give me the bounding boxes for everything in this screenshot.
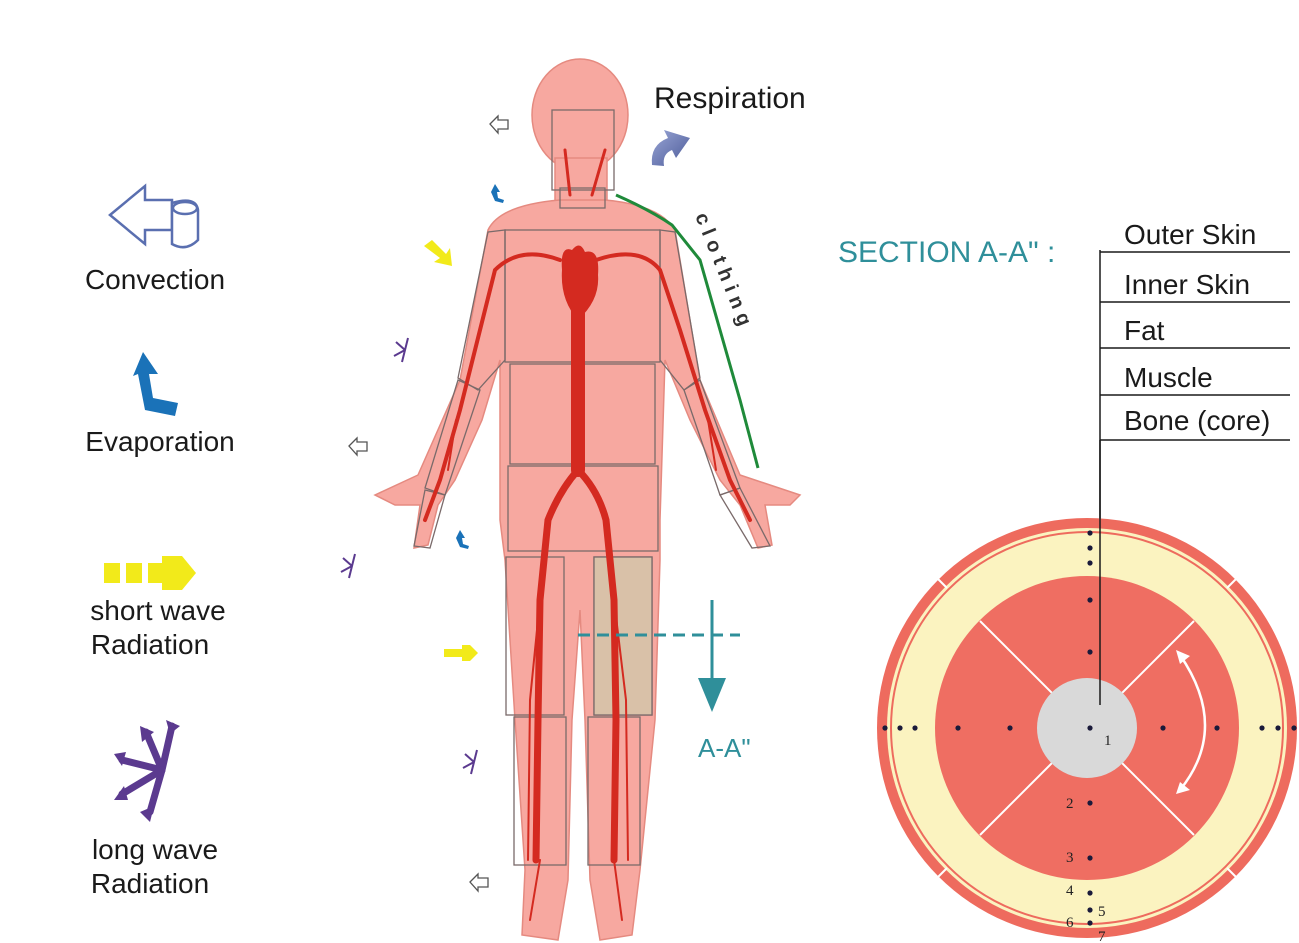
node-number-4: 4 [1066, 883, 1074, 899]
respiration-label: Respiration [654, 82, 806, 115]
node-number-3: 3 [1066, 850, 1074, 866]
respiration-arrow-icon [652, 130, 690, 166]
short-wave-label-2: Radiation [91, 629, 209, 660]
clothing-label: clothing [690, 210, 758, 335]
section-view: SECTION A-A" : Outer Skin Inner Skin Fat… [838, 219, 1297, 943]
convection-label: Convection [85, 264, 225, 295]
short-wave-icon [104, 556, 196, 590]
long-wave-icon [114, 720, 180, 822]
layer-label-fat: Fat [1124, 315, 1165, 346]
node-number-6: 6 [1066, 915, 1074, 931]
short-wave-label-1: short wave [90, 595, 225, 626]
long-wave-label-2: Radiation [91, 868, 209, 899]
layer-label-bone: Bone (core) [1124, 405, 1270, 436]
node-number-2: 2 [1066, 796, 1074, 812]
legend: Convection Evaporation short wave Radiat… [85, 186, 235, 899]
evaporation-label: Evaporation [85, 426, 234, 457]
node-number-7: 7 [1098, 929, 1106, 943]
layer-label-inner-skin: Inner Skin [1124, 269, 1250, 300]
bone-core [1037, 678, 1137, 778]
node-number-5: 5 [1098, 904, 1106, 920]
node-number-1: 1 [1104, 733, 1112, 749]
evaporation-icon [133, 352, 178, 416]
cross-section-disc [877, 440, 1297, 938]
human-body: clothing Respiration [341, 59, 806, 940]
layer-label-outer-skin: Outer Skin [1124, 219, 1256, 250]
section-marker-label: A-A" [698, 733, 751, 763]
layer-label-muscle: Muscle [1124, 362, 1213, 393]
section-title: SECTION A-A" : [838, 236, 1055, 269]
convection-icon [110, 186, 198, 247]
long-wave-label-1: long wave [92, 834, 218, 865]
